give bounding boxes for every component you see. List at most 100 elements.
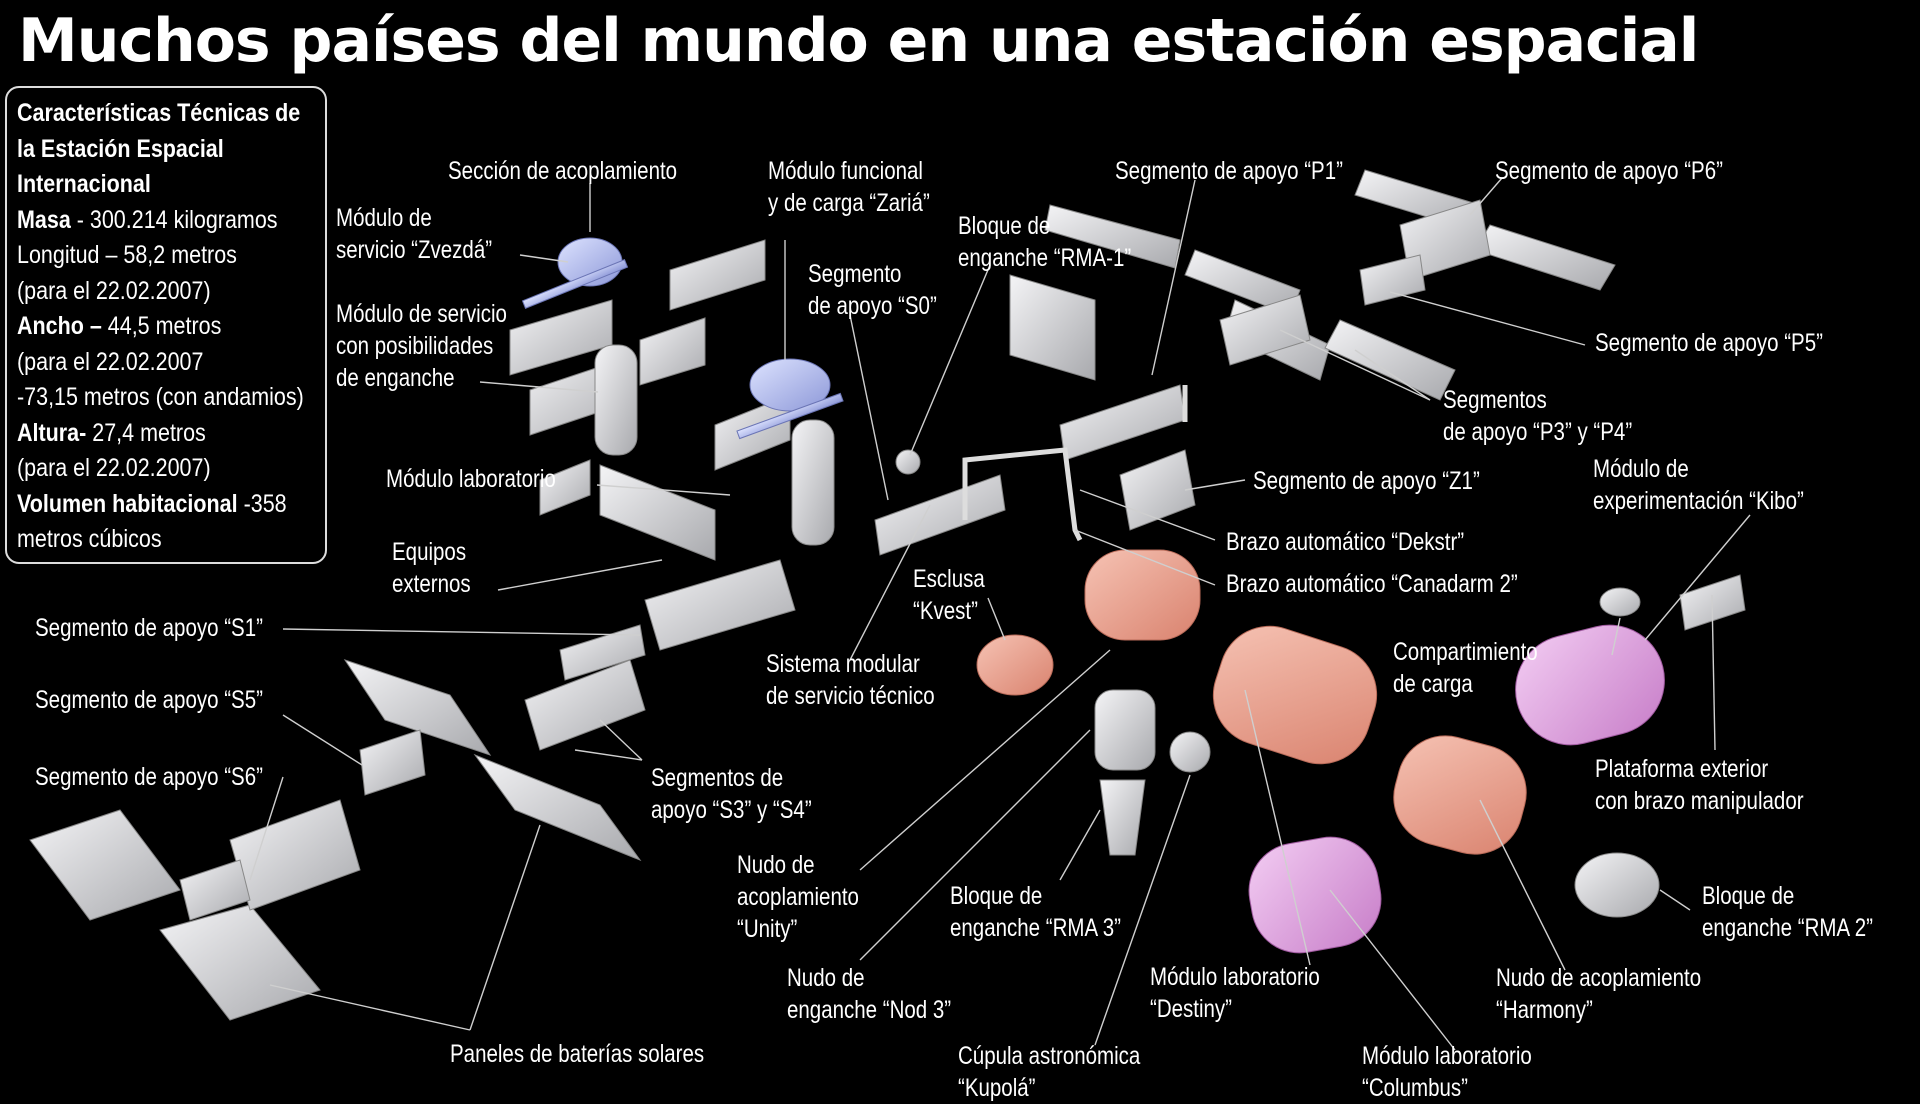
- label-segmentos-s3-s4: Segmentos de apoyo “S3” y “S4”: [651, 762, 812, 826]
- label-esclusa-kvest: Esclusa“Kvest”: [913, 563, 985, 627]
- russian-modules: [521, 237, 844, 440]
- label-line: enganche “Nod 3”: [787, 996, 952, 1024]
- label-line: Segmentos de: [651, 764, 784, 792]
- label-modulo-destiny: Módulo laboratorio “Destiny”: [1150, 961, 1320, 1025]
- label-nudo-nod3: Nudo de enganche “Nod 3”: [787, 962, 951, 1026]
- label-line: Sistema modular: [766, 650, 920, 678]
- label-line: externos: [392, 570, 471, 598]
- label-bloque-rma1: Bloque de enganche “RMA-1”: [958, 210, 1131, 274]
- label-line: Módulo de: [336, 204, 432, 232]
- spec-key: Altura-: [17, 418, 87, 447]
- label-segmento-p6: Segmento de apoyo “P6”: [1495, 155, 1723, 187]
- label-line: Segmento de apoyo “P6”: [1495, 157, 1723, 185]
- spec-value: (para el 22.02.2007): [17, 454, 211, 482]
- label-line: Segmentos: [1443, 386, 1547, 414]
- label-plataforma-exterior: Plataforma exterior con brazo manipulador: [1595, 753, 1804, 817]
- spec-row: Volumen habitacional -358: [17, 487, 287, 523]
- label-line: de apoyo “P3” y “P4”: [1443, 418, 1633, 446]
- label-modulo-zvezda: Módulo de servicio “Zvezdá”: [336, 202, 492, 266]
- label-line: Compartimiento: [1393, 638, 1538, 666]
- spec-key: Volumen habitacional: [17, 489, 238, 518]
- spec-row: (para el 22.02.2007): [17, 451, 273, 487]
- spec-row: -73,15 metros (con andamios): [17, 380, 304, 416]
- label-line: con posibilidades: [336, 332, 494, 360]
- label-segmento-s5: Segmento de apoyo “S5”: [35, 684, 263, 716]
- solar-panels: [29, 169, 1616, 1021]
- label-line: Cúpula astronómica: [958, 1042, 1141, 1070]
- label-sistema-modular: Sistema modular de servicio técnico: [766, 648, 935, 712]
- truss-segments: [179, 199, 1491, 921]
- label-modulo-laboratorio: Módulo laboratorio: [386, 463, 556, 495]
- label-compartimiento-carga: Compartimiento de carga: [1393, 636, 1538, 700]
- label-line: Segmento de apoyo “S5”: [35, 686, 263, 714]
- spec-key: Ancho –: [17, 312, 102, 340]
- label-line: Nudo de: [787, 964, 865, 992]
- label-line: Segmento de apoyo “Z1”: [1253, 467, 1480, 495]
- spec-value: -358: [237, 489, 287, 518]
- label-nudo-harmony: Nudo de acoplamiento “Harmony”: [1496, 962, 1701, 1026]
- label-line: “Destiny”: [1150, 995, 1233, 1023]
- label-line: experimentación “Kibo”: [1593, 487, 1804, 515]
- label-line: con brazo manipulador: [1595, 787, 1804, 815]
- label-line: “Harmony”: [1496, 996, 1593, 1024]
- label-line: Bloque de: [1702, 882, 1795, 910]
- label-line: de servicio técnico: [766, 682, 935, 710]
- label-line: enganche “RMA 2”: [1702, 914, 1873, 942]
- specs-box: Características Técnicas de la Estación …: [5, 86, 327, 564]
- label-line: Bloque de: [958, 212, 1051, 240]
- specs-heading-3: Internacional: [17, 170, 151, 198]
- label-line: “Columbus”: [1362, 1074, 1468, 1102]
- label-modulo-zaria: Módulo funcional y de carga “Zariá”: [768, 155, 930, 219]
- spec-row: Longitud – 58,2 metros: [17, 238, 273, 274]
- label-line: Plataforma exterior: [1595, 755, 1769, 783]
- label-line: Bloque de: [950, 882, 1043, 910]
- spec-value: 44,5 metros: [101, 312, 222, 340]
- label-line: Módulo laboratorio: [1362, 1042, 1532, 1070]
- specs-heading-2: la Estación Espacial: [17, 134, 224, 163]
- spec-value: 27,4 metros: [86, 418, 206, 447]
- label-bloque-rma2: Bloque de enganche “RMA 2”: [1702, 880, 1873, 944]
- label-paneles-solares: Paneles de baterías solares: [450, 1038, 704, 1070]
- spec-row: Masa - 300.214 kilogramos: [17, 203, 278, 239]
- robotic-arm: [962, 385, 1188, 542]
- label-seccion-acoplamiento: Sección de acoplamiento: [448, 155, 677, 187]
- label-line: Paneles de baterías solares: [450, 1040, 705, 1068]
- spec-value: metros cúbicos: [17, 525, 162, 553]
- spec-row: Altura- 27,4 metros: [17, 416, 273, 452]
- label-line: Segmento: [808, 260, 902, 288]
- label-cupula-kupola: Cúpula astronómica“Kupolá”: [958, 1040, 1140, 1104]
- page-title: Muchos países del mundo en una estación …: [18, 6, 1699, 76]
- label-segmentos-p3-p4: Segmentos de apoyo “P3” y “P4”: [1443, 384, 1632, 448]
- label-line: de carga: [1393, 670, 1473, 698]
- label-line: Segmento de apoyo “P5”: [1595, 329, 1823, 357]
- label-line: Brazo automático “Dekstr”: [1226, 528, 1465, 556]
- label-segmento-s0: Segmento de apoyo “S0”: [808, 258, 937, 322]
- spec-value: -73,15 metros (con andamios): [17, 383, 304, 411]
- spec-row: Ancho – 44,5 metros: [17, 309, 273, 345]
- label-line: enganche “RMA-1”: [958, 244, 1132, 272]
- label-line: Esclusa: [913, 565, 985, 593]
- label-line: Nudo de: [737, 851, 815, 879]
- label-line: apoyo “S3” y “S4”: [651, 796, 812, 824]
- spec-value: - 300.214 kilogramos: [70, 205, 278, 234]
- label-line: Nudo de acoplamiento: [1496, 964, 1702, 992]
- label-line: Segmento de apoyo “S1”: [35, 614, 263, 642]
- label-line: y de carga “Zariá”: [768, 189, 930, 217]
- label-line: Segmento de apoyo “S6”: [35, 763, 263, 791]
- label-line: de apoyo “S0”: [808, 292, 937, 320]
- label-segmento-z1: Segmento de apoyo “Z1”: [1253, 465, 1480, 497]
- label-line: Módulo laboratorio: [1150, 963, 1320, 991]
- label-line: Módulo de servicio: [336, 300, 507, 328]
- label-line: Módulo funcional: [768, 157, 923, 185]
- label-segmento-p5: Segmento de apoyo “P5”: [1595, 327, 1823, 359]
- spec-value: (para el 22.02.2007: [17, 347, 204, 376]
- spec-value: (para el 22.02.2007): [17, 276, 211, 305]
- spec-value: Longitud – 58,2 metros: [17, 241, 237, 269]
- label-line: Brazo automático “Canadarm 2”: [1226, 570, 1518, 598]
- leader-lines: [249, 177, 1751, 1051]
- label-line: servicio “Zvezdá”: [336, 236, 493, 264]
